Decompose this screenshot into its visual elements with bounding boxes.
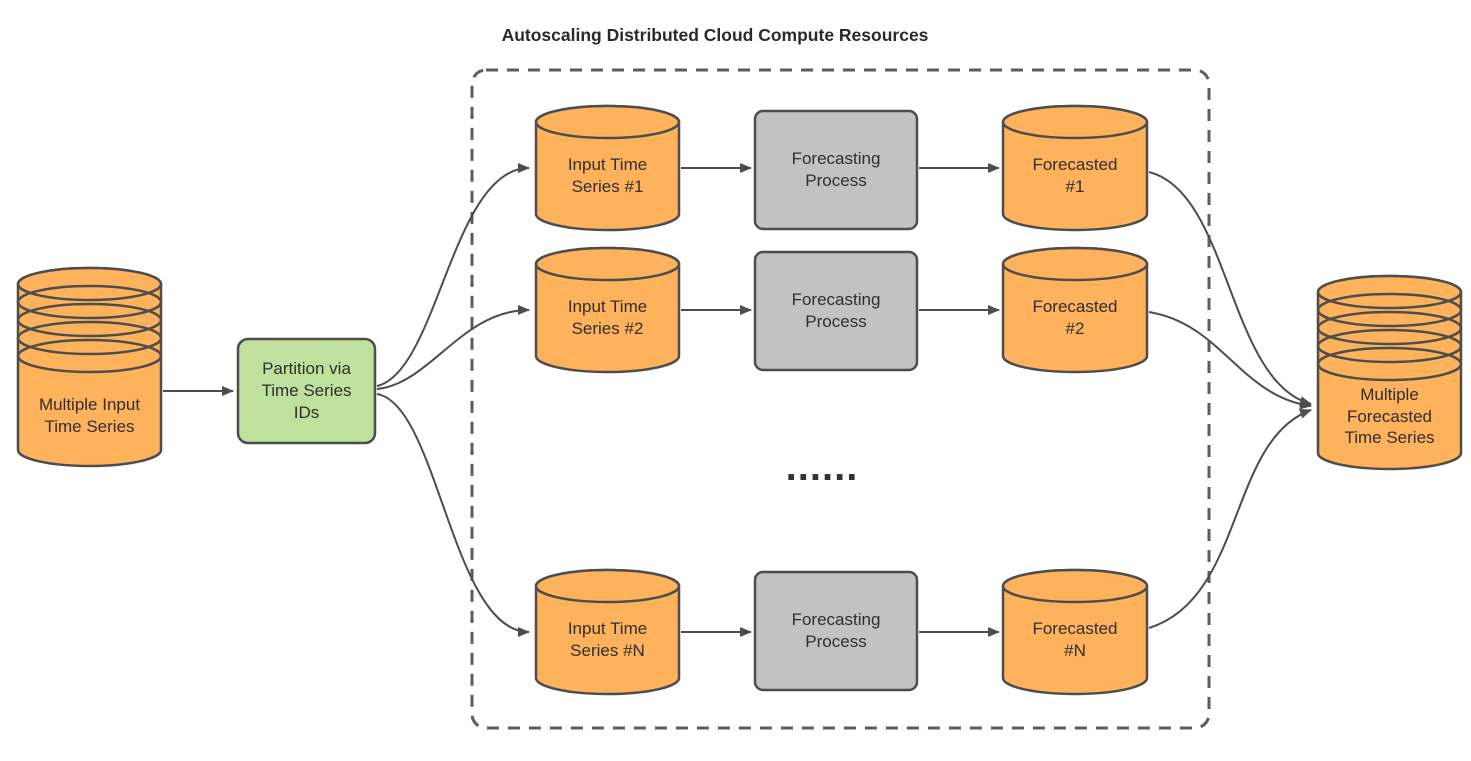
rowN-process-box [753, 570, 919, 692]
partition-box [236, 337, 377, 445]
row2-process-box [753, 250, 919, 372]
rows-ellipsis: ...... [785, 445, 859, 489]
arrow-partition-to-row2 [376, 305, 530, 390]
rowN-output-cylinder [1001, 568, 1149, 696]
arrow-row2-to-outputstore [1148, 311, 1312, 410]
row1-process-box [753, 109, 919, 231]
diagram-title: Autoscaling Distributed Cloud Compute Re… [501, 25, 929, 45]
row2-output-cylinder [1001, 246, 1149, 374]
input-store-cylinder [16, 266, 163, 468]
arrow-rowN-to-outputstore [1148, 409, 1312, 629]
row2-input-cylinder [534, 246, 681, 374]
arrow-partition-to-row1 [376, 163, 530, 387]
row1-input-cylinder [534, 104, 681, 232]
connector-arrows [163, 163, 1312, 637]
row1-output-cylinder [1001, 104, 1149, 232]
arrow-row1-to-outputstore [1148, 171, 1312, 406]
arrow-partition-to-rowN [376, 393, 530, 637]
output-store-cylinder [1316, 274, 1463, 471]
rowN-input-cylinder [534, 568, 681, 696]
